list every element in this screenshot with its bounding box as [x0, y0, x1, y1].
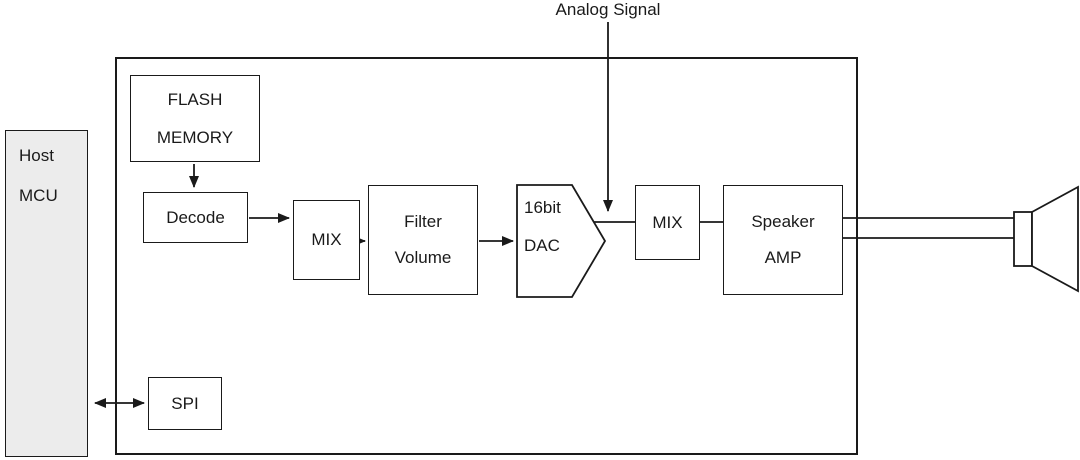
host-mcu-block: Host MCU [5, 130, 88, 457]
flash-label-line2: MEMORY [156, 127, 234, 147]
decode-block: Decode [143, 192, 248, 243]
filter-label-line2: Volume [394, 248, 452, 267]
mix-input-block: MIX [293, 200, 360, 280]
dac-label-line1: 16bit [524, 198, 561, 217]
dac-label-line2: DAC [524, 236, 560, 255]
flash-memory-block: FLASH MEMORY [130, 75, 260, 162]
decode-label: Decode [166, 207, 225, 227]
filter-label-line1: Filter [404, 212, 442, 231]
analog-signal-label: Analog Signal [555, 0, 661, 19]
spi-label: SPI [171, 393, 199, 413]
flash-label-line1: FLASH [167, 89, 223, 109]
spi-block: SPI [148, 377, 222, 430]
speaker-amp-block: Speaker AMP [723, 185, 843, 295]
amp-label-line2: AMP [764, 248, 802, 267]
host-mcu-label-line1: Host [19, 146, 54, 165]
mix-input-label: MIX [311, 230, 342, 249]
mix-output-label: MIX [652, 212, 683, 232]
filter-volume-block: Filter Volume [368, 185, 478, 295]
amp-label-line1: Speaker [751, 212, 815, 231]
host-mcu-label-line2: MCU [19, 186, 58, 205]
mix-output-block: MIX [635, 185, 700, 260]
speaker-icon [1013, 185, 1079, 293]
dac-label: 16bit DAC [524, 190, 594, 256]
